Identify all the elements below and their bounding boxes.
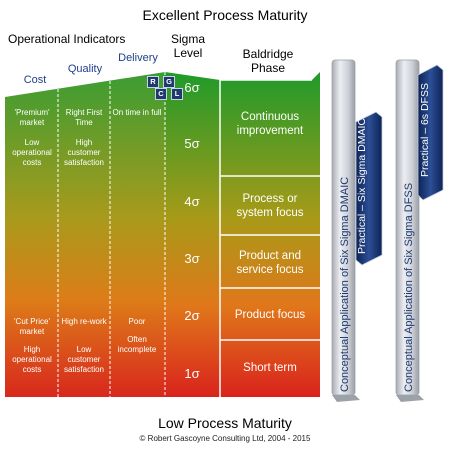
cost-top-market: 'Premium' market xyxy=(14,108,50,127)
sigma-5: 5σ xyxy=(184,136,200,151)
cost-header: Cost xyxy=(23,74,47,86)
sigma-4: 4σ xyxy=(184,194,200,209)
sigma-level-header: Sigma Level xyxy=(170,32,205,60)
phase-product-service-focus: Product and service focus xyxy=(236,250,304,276)
dfss-conceptual-label: Conceptual Application of Six Sigma DFSS xyxy=(403,182,415,392)
bottom-title: Low Process Maturity xyxy=(158,415,292,431)
dmaic-conceptual-label: Conceptual Application of Six Sigma DMAI… xyxy=(339,176,351,392)
delivery-bottom-incomplete: Often incomplete xyxy=(117,335,157,354)
cost-bottom-costs: High operational costs xyxy=(12,345,52,374)
top-title: Excellent Process Maturity xyxy=(142,7,308,23)
copyright: © Robert Gascoyne Consulting Ltd, 2004 -… xyxy=(139,434,311,443)
sigma-2: 2σ xyxy=(184,308,200,323)
quality-top-rft: Right First Time xyxy=(65,108,103,127)
phase-product-focus: Product focus xyxy=(234,309,306,321)
dfss-bar-tip xyxy=(396,395,424,402)
sigma-1: 1σ xyxy=(184,366,200,381)
dmaic-bar-tip xyxy=(332,395,360,402)
phase-continuous-improvement: Continuous improvement xyxy=(236,111,304,137)
rgcl-badge-c: C xyxy=(155,88,167,100)
rgcl-badge-g: G xyxy=(163,76,175,88)
delivery-header: Delivery xyxy=(118,52,158,64)
cost-top-costs: Low operational costs xyxy=(12,138,52,167)
dmaic-practical-bar xyxy=(355,111,383,266)
operational-indicators-header: Operational Indicators xyxy=(8,32,126,46)
delivery-bottom-poor: Poor xyxy=(128,317,146,326)
sigma-6: 6σ xyxy=(184,80,200,95)
quality-top-satisfaction: High customer satisfaction xyxy=(63,138,105,167)
phase-short-term: Short term xyxy=(243,362,297,374)
sigma-3: 3σ xyxy=(184,251,200,266)
quality-bottom-satisfaction: Low customer satisfaction xyxy=(63,345,105,374)
cost-bottom-market: 'Cut Price' market xyxy=(14,317,50,336)
dfss-practical-label: Practical – 6s DFSS xyxy=(419,83,431,177)
quality-header: Quality xyxy=(67,63,103,75)
indicator-panel xyxy=(5,72,165,397)
rgcl-badge-r: R xyxy=(147,76,159,88)
baldridge-phase-header: Baldridge Phase xyxy=(242,47,294,75)
phase-process-system-focus: Process or system focus xyxy=(236,193,304,219)
dmaic-practical-label: Practical – Six Sigma DMAIC xyxy=(356,118,368,254)
delivery-top-otif: On time in full xyxy=(112,108,162,117)
dfss-practical-bar xyxy=(417,64,444,201)
rgcl-badge-l: L xyxy=(171,88,183,100)
quality-bottom-rework: High re-work xyxy=(61,317,107,326)
